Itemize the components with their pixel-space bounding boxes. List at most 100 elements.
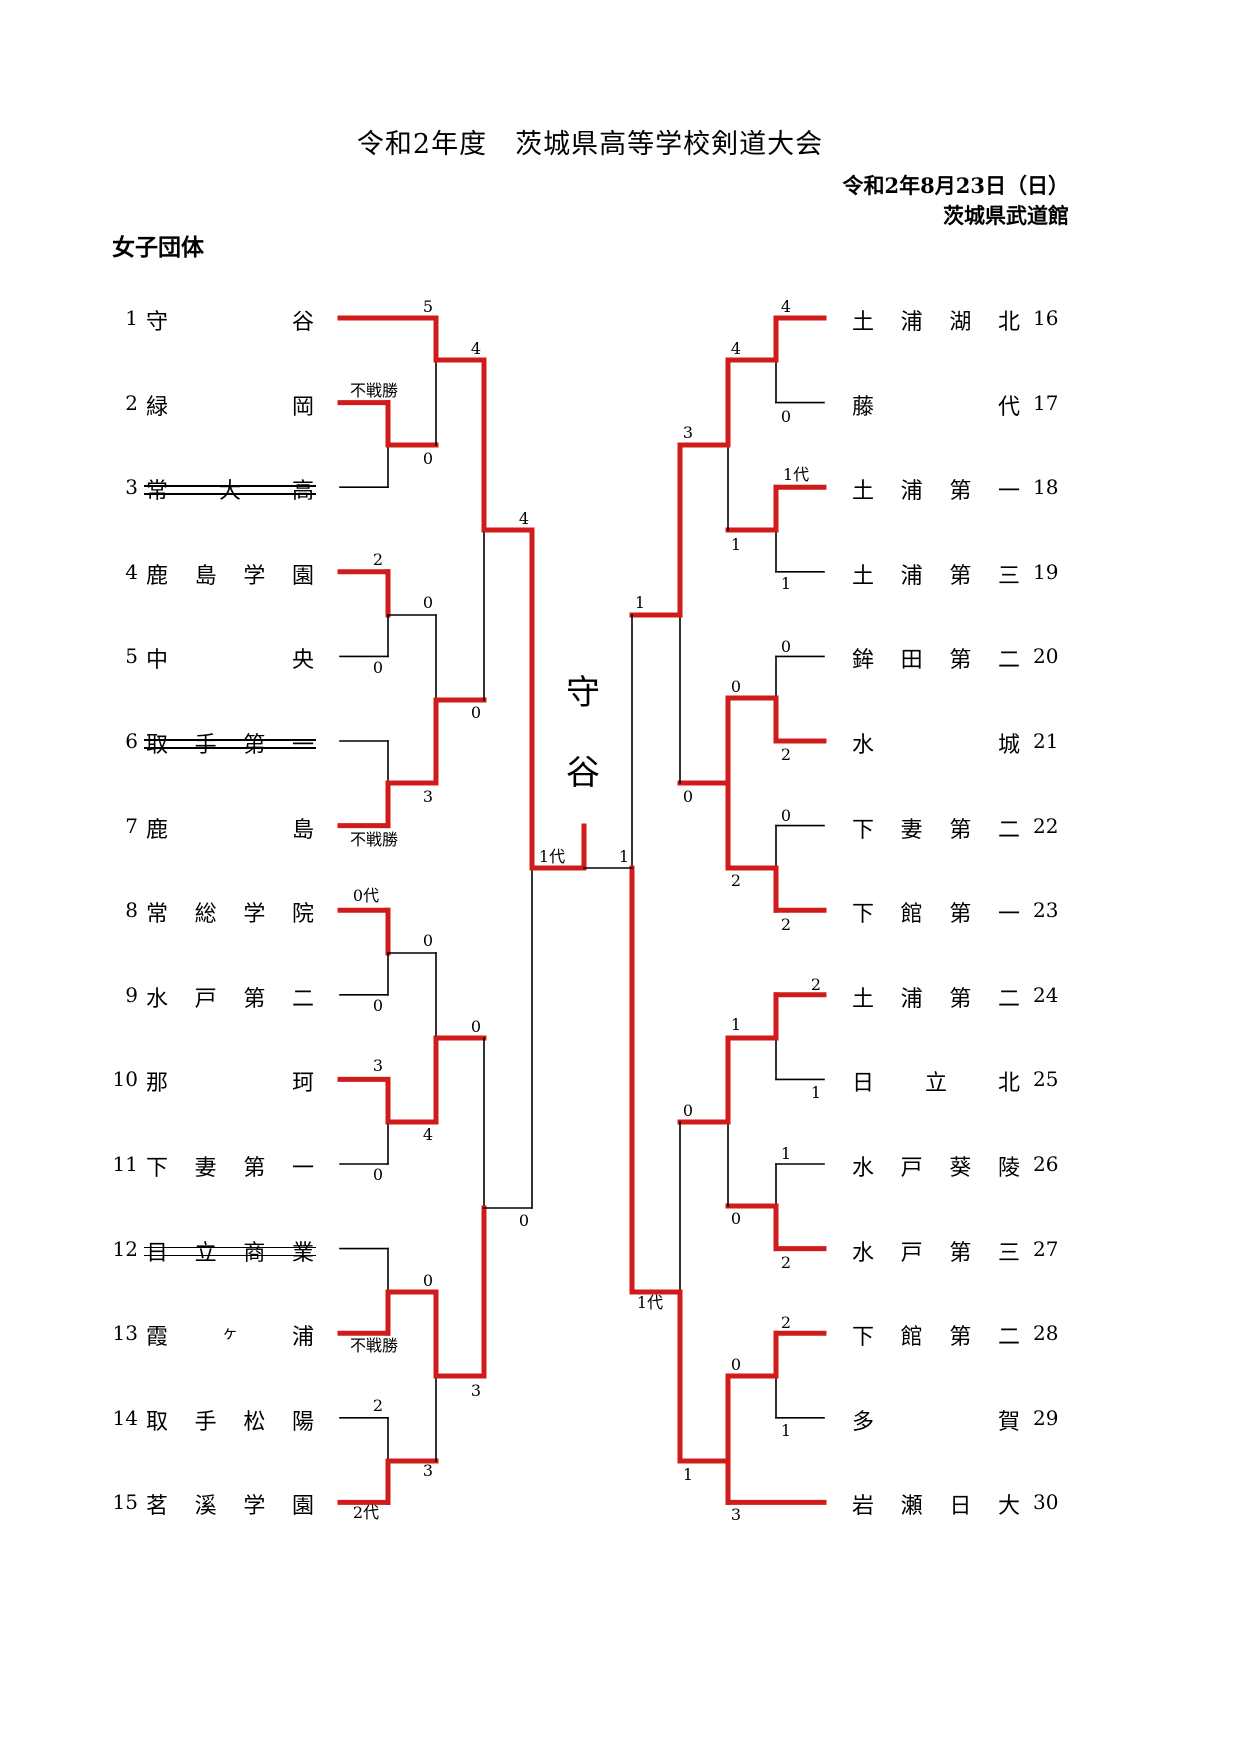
team-number: 30 xyxy=(1033,1490,1059,1515)
team-number: 4 xyxy=(125,559,138,584)
score-label: 3 xyxy=(731,1505,741,1524)
team-name: 多賀 xyxy=(852,1409,1020,1435)
score-label: 1 xyxy=(731,1015,741,1034)
score-label: 1 xyxy=(731,535,741,554)
team-number: 8 xyxy=(125,898,138,923)
team-name: 茗溪学園 xyxy=(146,1494,314,1520)
team-name: 取手第一 xyxy=(144,727,316,759)
team-number: 18 xyxy=(1033,475,1059,500)
team-number: 7 xyxy=(125,813,138,838)
score-label: 0 xyxy=(423,593,433,612)
score-label: 3 xyxy=(471,1381,481,1400)
team-name: 土浦第一 xyxy=(852,479,1020,505)
team-name: 藤代 xyxy=(852,394,1020,420)
score-label: 4 xyxy=(471,339,481,358)
team-name: 水戸第三 xyxy=(852,1240,1020,1266)
score-label: 2 xyxy=(781,1313,791,1332)
score-label: 1 xyxy=(811,1083,821,1102)
team-number: 25 xyxy=(1033,1067,1059,1092)
team-number: 1 xyxy=(125,306,138,330)
team-name: 下館第二 xyxy=(852,1325,1020,1351)
team-number: 9 xyxy=(125,982,138,1007)
team-number: 10 xyxy=(112,1067,138,1092)
team-number: 15 xyxy=(112,1490,138,1515)
team-name: 鹿島 xyxy=(146,817,314,843)
score-label: 4 xyxy=(423,1125,433,1144)
team-name: 鹿島学園 xyxy=(146,563,314,589)
team-number: 27 xyxy=(1033,1236,1059,1261)
score-label: 1 xyxy=(781,574,791,593)
score-label: 0 xyxy=(731,1355,741,1374)
score-label: 0代 xyxy=(353,886,379,905)
team-name: 常総学院 xyxy=(146,902,314,928)
team-name: 水城 xyxy=(852,733,1020,758)
score-label: 0 xyxy=(423,449,433,468)
score-label: 2代 xyxy=(353,1503,379,1522)
team-number: 28 xyxy=(1033,1321,1059,1346)
score-label: 3 xyxy=(683,423,693,442)
team-name: 水戸第二 xyxy=(146,986,314,1012)
team-name: 中央 xyxy=(146,648,314,674)
score-label: 不戦勝 xyxy=(350,1336,398,1355)
score-label: 1 xyxy=(619,847,629,866)
score-label: 2 xyxy=(731,871,741,890)
score-label: 不戦勝 xyxy=(350,381,398,400)
team-number: 24 xyxy=(1033,982,1059,1007)
team-number: 19 xyxy=(1033,559,1059,584)
score-label: 0 xyxy=(781,637,791,656)
score-label: 1 xyxy=(635,593,645,612)
team-name: 下館第一 xyxy=(852,902,1020,928)
team-name: 岩瀬日大 xyxy=(852,1494,1020,1520)
team-number: 16 xyxy=(1033,306,1059,330)
score-label: 0 xyxy=(731,1209,741,1228)
team-name: 下妻第二 xyxy=(852,817,1020,843)
team-number: 2 xyxy=(125,390,138,415)
score-label: 2 xyxy=(781,915,791,934)
team-number: 17 xyxy=(1033,390,1059,415)
score-label: 1代 xyxy=(637,1293,663,1312)
event-venue: 茨城県武道館 xyxy=(943,203,1069,228)
team-number: 29 xyxy=(1033,1405,1059,1430)
score-label: 1 xyxy=(781,1144,791,1163)
score-label: 4 xyxy=(731,339,741,358)
team-name: 土浦湖北 xyxy=(852,310,1020,335)
category-label: 女子団体 xyxy=(112,234,204,261)
team-name: 土浦第二 xyxy=(852,986,1020,1012)
score-label: 0 xyxy=(471,1017,481,1036)
score-label: 0 xyxy=(373,1165,383,1184)
team-number: 26 xyxy=(1033,1152,1059,1176)
score-label: 1 xyxy=(781,1421,791,1440)
team-number: 11 xyxy=(112,1152,138,1176)
team-number: 22 xyxy=(1033,813,1059,838)
score-label: 0 xyxy=(683,1101,693,1120)
score-label: 5 xyxy=(423,297,433,316)
team-name: 取手松陽 xyxy=(146,1409,314,1435)
team-name: 土浦第三 xyxy=(852,563,1020,589)
score-label: 2 xyxy=(811,975,821,994)
score-label: 1代 xyxy=(539,847,565,866)
champion-char-1: 守 xyxy=(566,673,600,713)
score-label: 0 xyxy=(471,703,481,722)
team-name: 霞ヶ浦 xyxy=(146,1323,314,1351)
team-number: 13 xyxy=(112,1321,138,1346)
score-label: 0 xyxy=(731,677,741,696)
score-label: 0 xyxy=(373,996,383,1015)
champion-char-2: 谷 xyxy=(566,753,600,793)
score-label: 3 xyxy=(373,1056,383,1075)
team-number: 5 xyxy=(125,644,138,669)
team-number: 20 xyxy=(1033,644,1059,669)
score-label: 0 xyxy=(423,1271,433,1290)
score-label: 4 xyxy=(781,297,791,316)
team-number: 14 xyxy=(112,1405,138,1430)
page-title: 令和2年度 茨城県高等学校剣道大会 xyxy=(356,129,824,160)
score-label: 3 xyxy=(423,787,433,806)
score-label: 0 xyxy=(683,787,693,806)
score-label: 0 xyxy=(781,806,791,825)
team-number: 23 xyxy=(1033,898,1059,923)
score-label: 2 xyxy=(781,745,791,764)
score-label: 1代 xyxy=(783,465,809,484)
team-name: 鉾田第二 xyxy=(852,648,1020,674)
team-number: 6 xyxy=(125,729,138,753)
team-name: 守谷 xyxy=(146,310,314,335)
